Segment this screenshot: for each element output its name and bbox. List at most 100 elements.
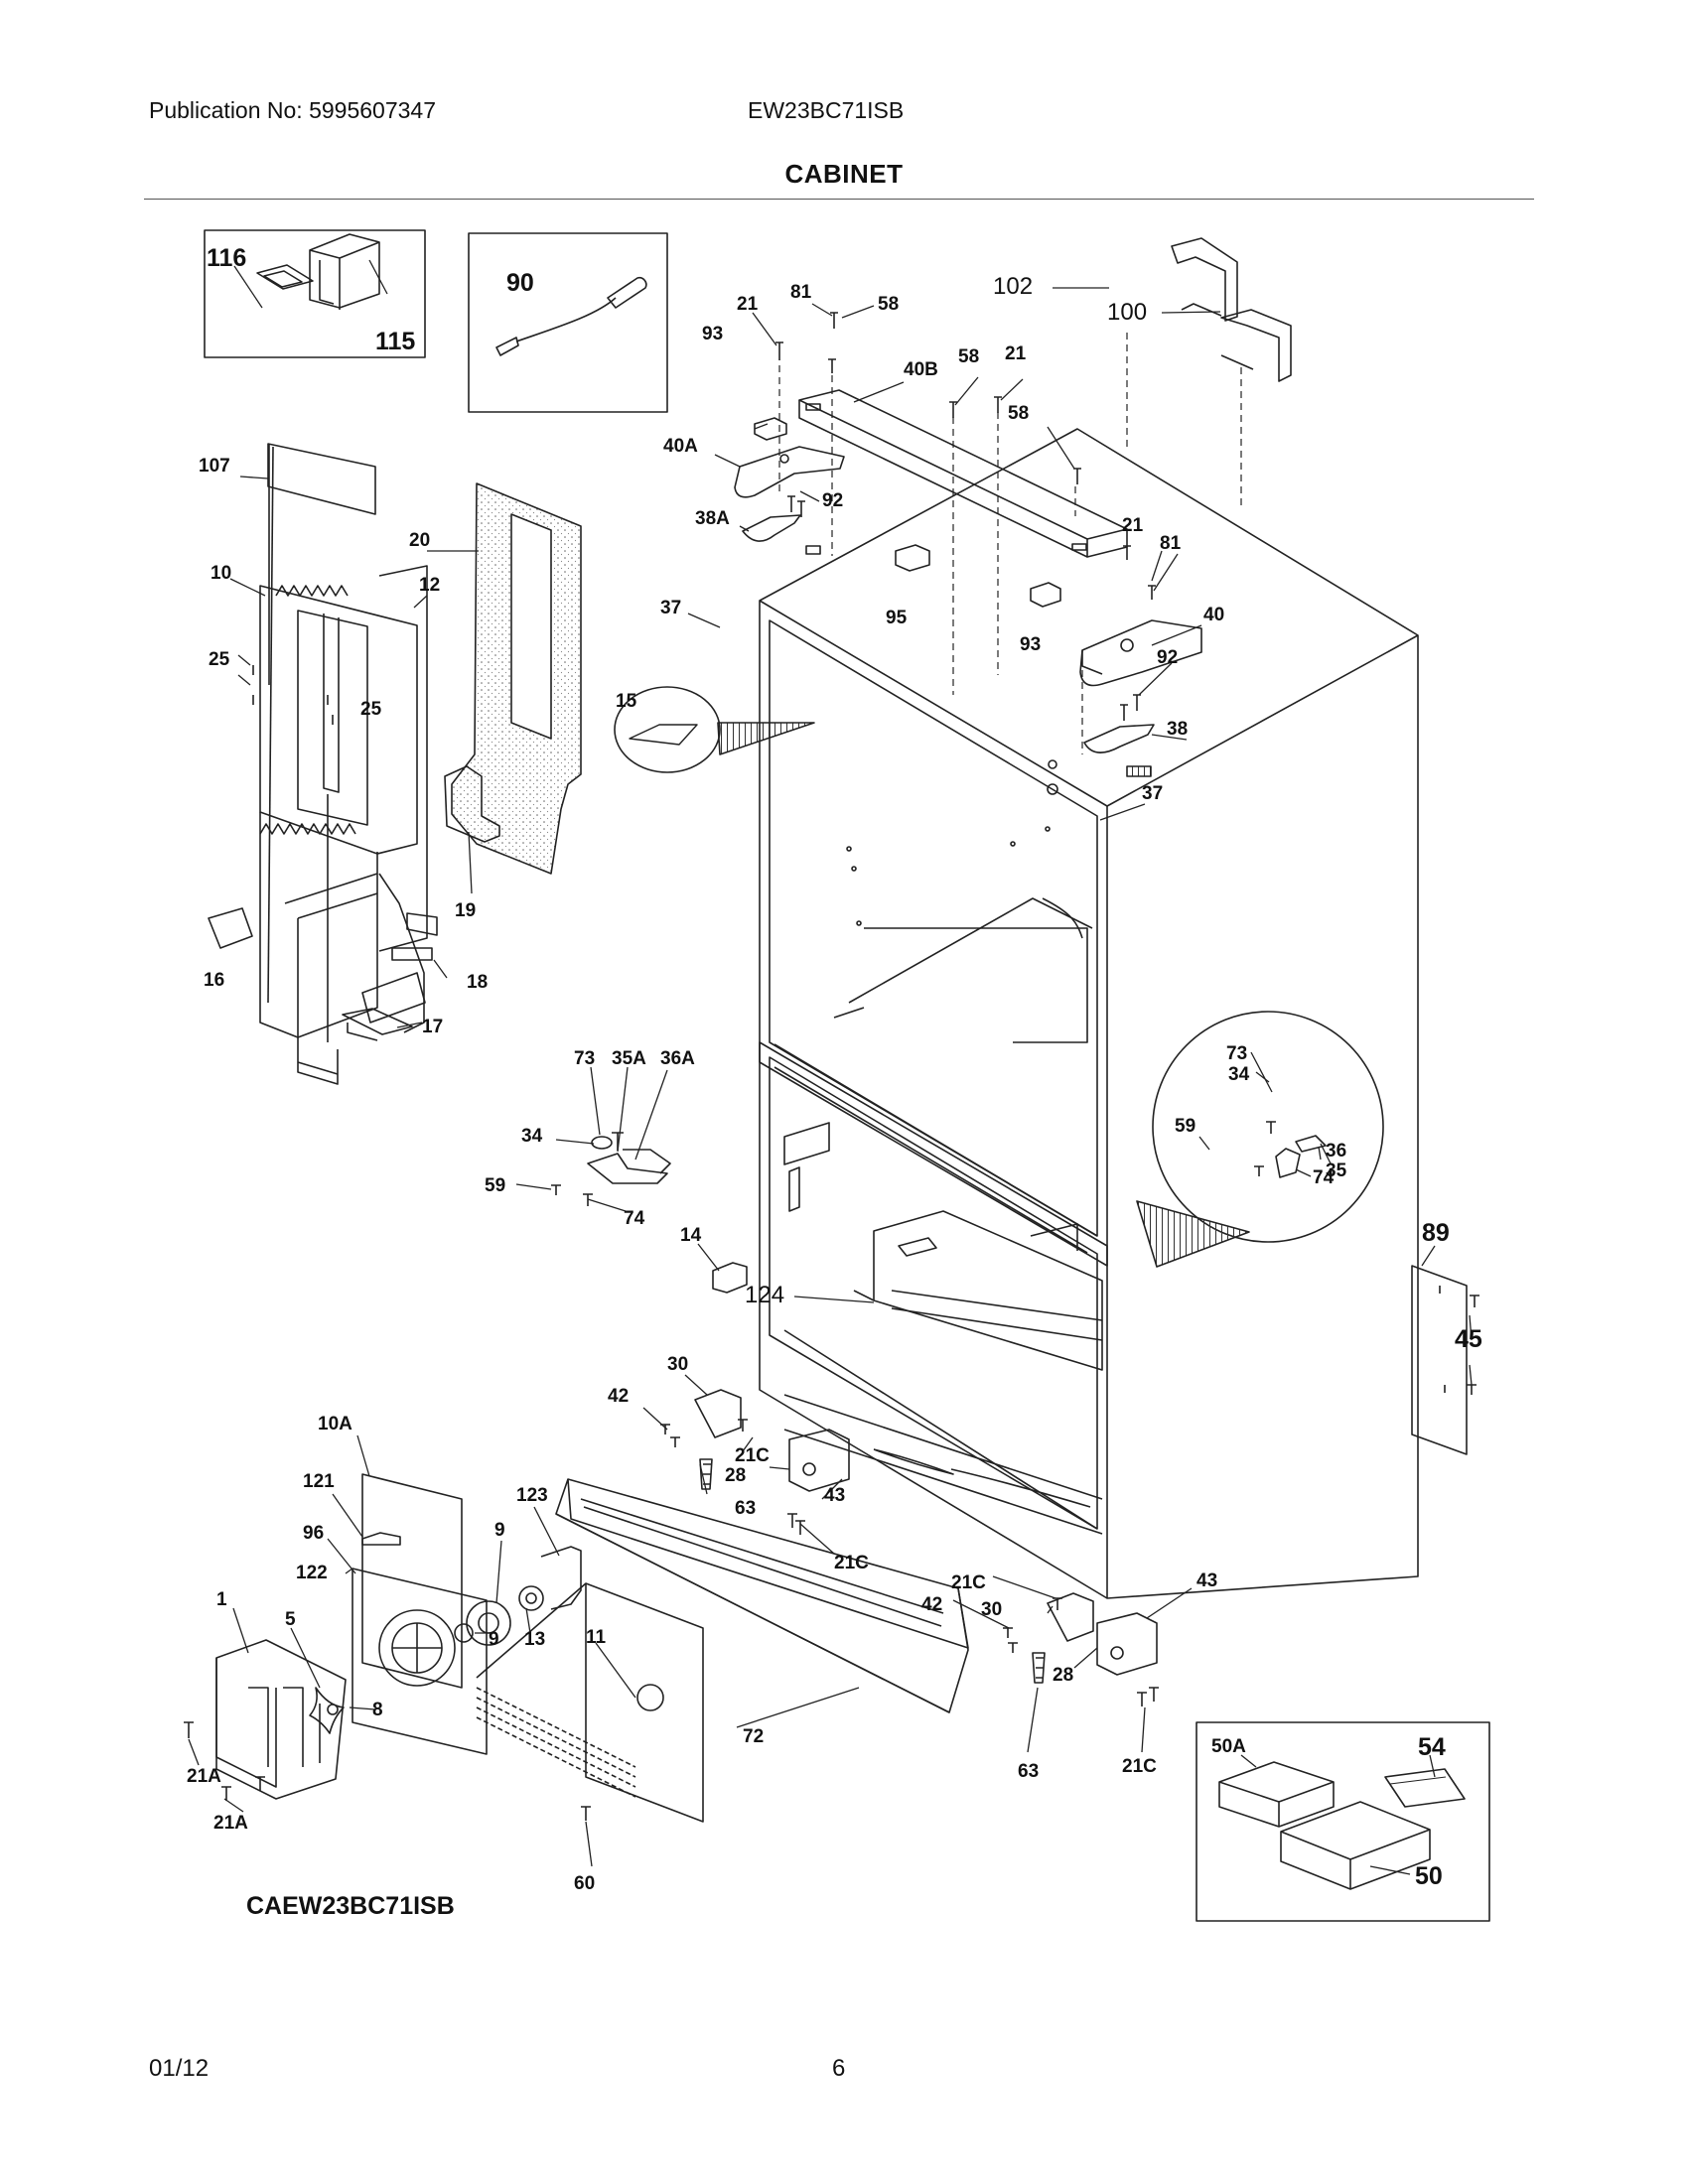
part-label-21a: 21A xyxy=(187,1766,221,1787)
part-label-72: 72 xyxy=(743,1726,764,1747)
part-label-36a: 36A xyxy=(660,1048,695,1069)
page-number: 6 xyxy=(832,2055,846,2082)
part-label-42: 42 xyxy=(608,1386,629,1407)
part-label-35: 35 xyxy=(1326,1160,1347,1181)
part-label-43: 43 xyxy=(824,1485,845,1506)
part-label-102: 102 xyxy=(993,273,1033,300)
part-label-96: 96 xyxy=(303,1523,324,1544)
part-label-28: 28 xyxy=(725,1465,746,1486)
leader-lines xyxy=(188,259,1473,1875)
footer-date: 01/12 xyxy=(149,2055,210,2082)
fan-panel-10a xyxy=(352,1473,488,1755)
guide-lines-top xyxy=(778,333,1242,754)
inset-box-116-115 xyxy=(204,229,426,358)
part-label-20: 20 xyxy=(409,530,430,551)
leveler-bracket-right xyxy=(1003,1592,1159,1706)
screws-21a xyxy=(184,1721,591,1821)
part-label-45: 45 xyxy=(1455,1325,1482,1353)
part-label-10a: 10A xyxy=(318,1414,352,1434)
part-label-1: 1 xyxy=(216,1589,227,1610)
part-label-90: 90 xyxy=(506,269,534,297)
part-label-35a: 35A xyxy=(612,1048,646,1069)
fan-shroud-1 xyxy=(215,1639,347,1800)
part-label-36: 36 xyxy=(1326,1141,1346,1161)
part-label-30: 30 xyxy=(667,1354,688,1375)
part-label-59: 59 xyxy=(485,1175,505,1196)
part-14 xyxy=(712,1262,748,1294)
part-label-81: 81 xyxy=(1160,533,1182,554)
part-label-28: 28 xyxy=(1053,1665,1073,1686)
part-label-21: 21 xyxy=(737,294,759,315)
part-label-16: 16 xyxy=(204,970,224,991)
diagram-code: CAEW23BC71ISB xyxy=(246,1892,455,1920)
kickplate-72 xyxy=(555,1478,969,1713)
inset-box-drip-tray xyxy=(1196,1721,1490,1922)
fan-motor-13 xyxy=(454,1546,582,1646)
part-label-74: 74 xyxy=(624,1208,645,1229)
rear-grille-11 xyxy=(476,1582,704,1823)
small-brackets-93-95 xyxy=(754,417,1061,608)
part-label-5: 5 xyxy=(285,1609,296,1630)
publication-number: Publication No: 5995607347 xyxy=(149,97,437,123)
part-label-58: 58 xyxy=(1008,403,1029,424)
part-label-40b: 40B xyxy=(904,359,938,380)
part-label-93: 93 xyxy=(702,324,723,344)
part-label-81: 81 xyxy=(790,282,812,303)
part-label-25: 25 xyxy=(360,699,382,720)
part-label-37: 37 xyxy=(660,598,681,618)
part-19 xyxy=(444,765,500,843)
part-label-34: 34 xyxy=(1228,1064,1250,1085)
part-label-58: 58 xyxy=(878,294,899,315)
part-label-8: 8 xyxy=(372,1700,383,1720)
duct-107-10-12 xyxy=(252,443,438,1085)
section-title: CABINET xyxy=(784,159,904,189)
part-label-25: 25 xyxy=(209,649,230,670)
part-label-9: 9 xyxy=(494,1520,505,1541)
part-label-15: 15 xyxy=(616,691,637,712)
hinge-40a xyxy=(734,446,845,498)
part-label-60: 60 xyxy=(574,1873,595,1894)
part-label-92: 92 xyxy=(822,490,843,511)
part-label-121: 121 xyxy=(303,1471,335,1492)
part-label-11: 11 xyxy=(586,1627,607,1648)
screws-top xyxy=(775,312,1156,721)
part-label-21: 21 xyxy=(1122,515,1144,536)
part-label-9: 9 xyxy=(489,1629,499,1650)
part-label-43: 43 xyxy=(1196,1570,1217,1591)
part-label-10: 10 xyxy=(211,563,231,584)
insulation-20 xyxy=(451,482,582,875)
part-label-58: 58 xyxy=(958,346,979,367)
fan-blade-5 xyxy=(309,1687,345,1734)
part-label-115: 115 xyxy=(375,328,415,355)
part-label-group: 116 115 90 21 81 58 102 100 93 40B 58 21… xyxy=(187,244,1482,1894)
part-label-92: 92 xyxy=(1157,647,1178,668)
part-label-93: 93 xyxy=(1020,634,1041,655)
part-label-73: 73 xyxy=(1226,1043,1247,1064)
part-label-21: 21 xyxy=(1005,343,1027,364)
cabinet-shell xyxy=(759,428,1419,1599)
part-label-21c: 21C xyxy=(951,1572,986,1593)
detail-lens-15 xyxy=(614,686,815,773)
part-label-107: 107 xyxy=(199,456,230,477)
part-label-19: 19 xyxy=(455,900,476,921)
part-label-123: 123 xyxy=(516,1485,548,1506)
part-label-42: 42 xyxy=(921,1594,942,1615)
screws-21c xyxy=(738,1419,1062,1610)
part-label-50: 50 xyxy=(1415,1862,1443,1890)
part-label-40a: 40A xyxy=(663,436,698,457)
part-label-50a: 50A xyxy=(1211,1736,1246,1757)
part-label-38a: 38A xyxy=(695,508,730,529)
hinge-38a xyxy=(742,514,821,555)
inset-box-90 xyxy=(468,232,668,413)
part-label-12: 12 xyxy=(419,575,440,596)
leveler-bracket-left xyxy=(660,1389,850,1492)
part-label-74: 74 xyxy=(1313,1167,1335,1188)
part-label-21a: 21A xyxy=(213,1813,248,1834)
part-label-21c: 21C xyxy=(1122,1756,1157,1777)
part-label-37: 37 xyxy=(1142,783,1163,804)
part-label-63: 63 xyxy=(1018,1761,1039,1782)
part-label-13: 13 xyxy=(524,1629,545,1650)
part-label-100: 100 xyxy=(1107,299,1147,326)
